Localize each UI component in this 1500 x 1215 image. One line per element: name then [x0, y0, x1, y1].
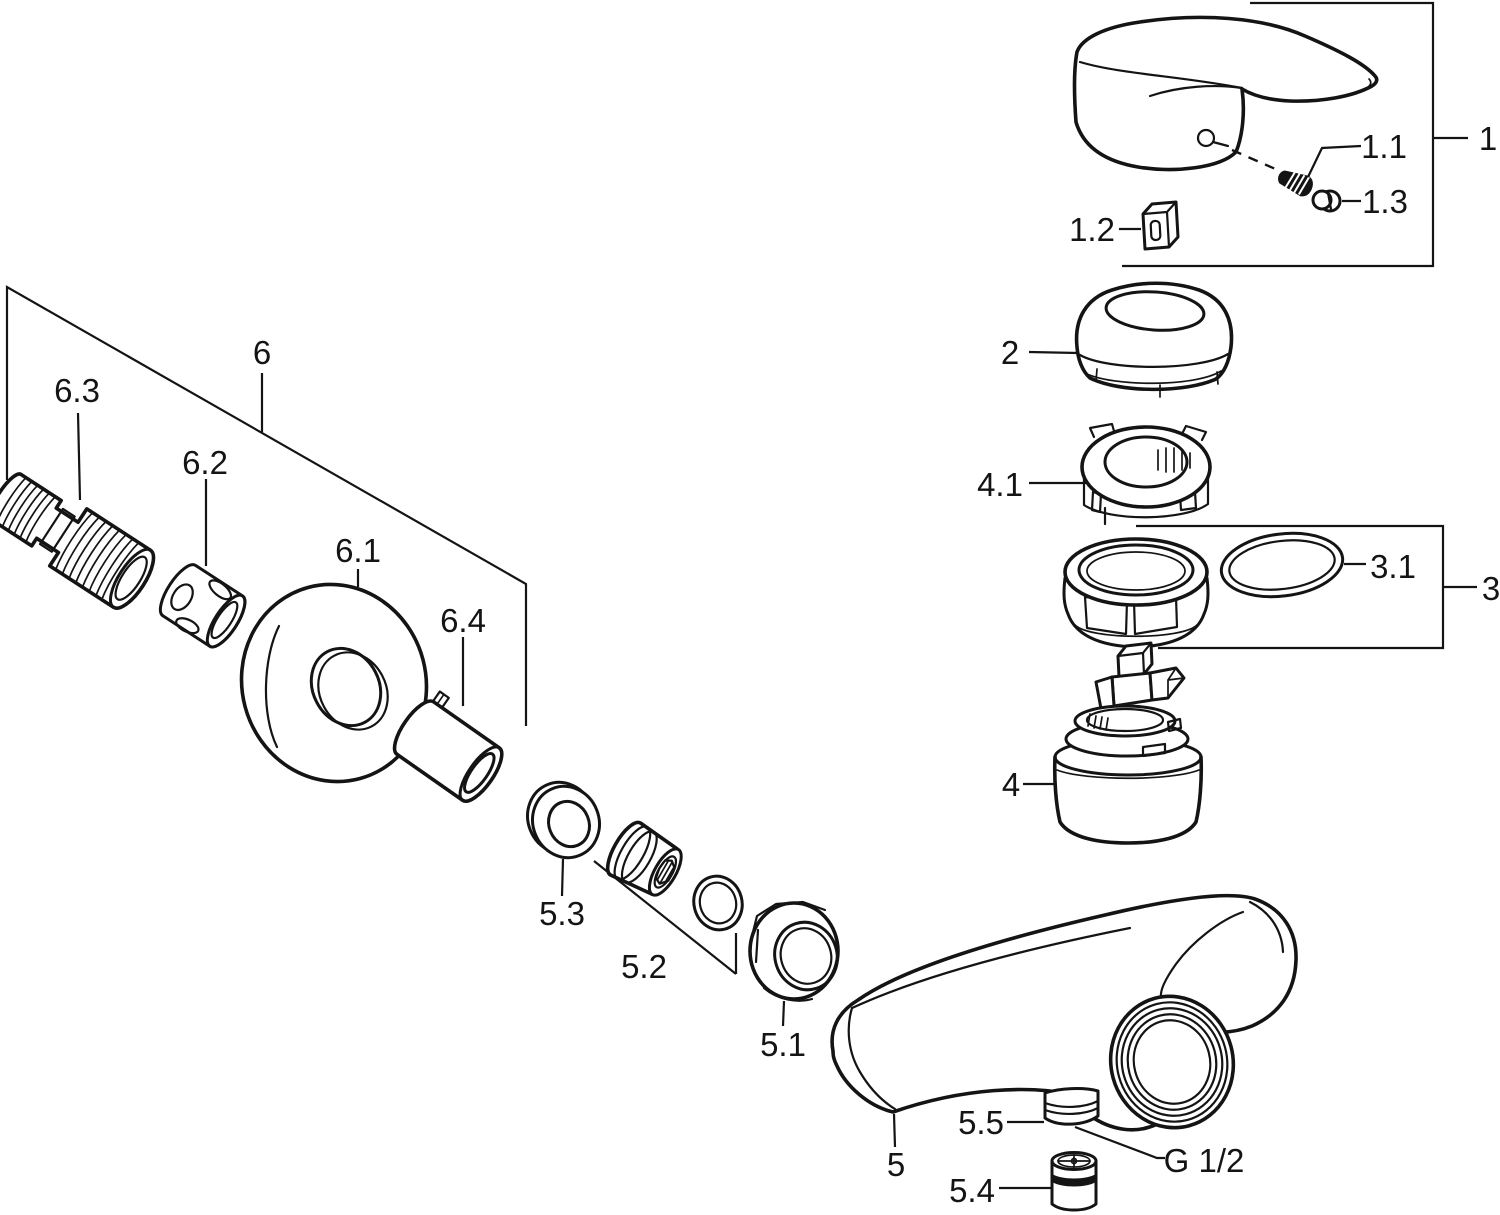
label-5-2: 5.2 — [621, 948, 667, 985]
label-6-1: 6.1 — [335, 532, 381, 569]
label-1: 1 — [1479, 120, 1497, 157]
mixer-body-5 — [830, 893, 1298, 1132]
o-ring-3-1 — [1219, 531, 1345, 599]
lever-handle — [1072, 15, 1379, 172]
sleeve-6-4 — [392, 690, 504, 803]
leader-5-1 — [781, 1000, 786, 1027]
bracket-5-2 — [593, 860, 738, 975]
aerator-5-4 — [1050, 1151, 1098, 1212]
label-6-3: 6.3 — [54, 372, 100, 409]
grub-screw-1-1 — [1278, 170, 1313, 197]
check-valve-5-2 — [605, 820, 683, 897]
body-inner-contours — [847, 900, 1285, 1111]
label-1-3: 1.3 — [1362, 183, 1408, 220]
group-1-leaders — [1119, 144, 1362, 231]
label-1-1: 1.1 — [1361, 128, 1407, 165]
valve-insert-6-2 — [158, 563, 247, 649]
cartridge-4 — [1052, 641, 1204, 845]
leader-5 — [892, 1113, 897, 1148]
outlet-stub-5-5 — [1043, 1087, 1100, 1126]
group-1-bracket — [1122, 1, 1468, 268]
label-5-3: 5.3 — [539, 895, 585, 932]
plug-screw-1-3 — [1311, 189, 1342, 213]
label-thread-size: G 1/2 — [1164, 1142, 1245, 1179]
group-6-bracket — [5, 285, 528, 726]
label-1-2: 1.2 — [1069, 211, 1115, 248]
leader-6-3 — [76, 412, 82, 501]
locking-ring-4-1 — [1080, 422, 1212, 526]
nut-5-1 — [748, 900, 840, 1002]
label-4: 4 — [1002, 766, 1020, 803]
escutcheon-6-1 — [239, 582, 429, 784]
label-5-4: 5.4 — [949, 1172, 995, 1209]
cartridge-stem — [1094, 641, 1186, 716]
body-threaded-opening — [1108, 994, 1236, 1130]
label-5-1: 5.1 — [760, 1026, 806, 1063]
thread-lines-small — [0, 476, 57, 543]
group-3-bracket — [1136, 524, 1477, 650]
label-6-4: 6.4 — [440, 602, 486, 639]
leader-g12 — [1074, 1125, 1165, 1160]
leader-2 — [1028, 350, 1079, 355]
leader-5-3 — [560, 858, 565, 897]
o-ring-5-2 — [692, 874, 744, 932]
handle-screw-hole — [1196, 128, 1216, 148]
s-union-6-3 — [0, 472, 156, 610]
label-5: 5 — [887, 1146, 905, 1183]
label-6: 6 — [253, 334, 271, 371]
label-2: 2 — [1001, 334, 1019, 371]
retaining-ring-3 — [1062, 537, 1210, 649]
cartridge-teeth — [1087, 713, 1109, 731]
dome-cap-2 — [1074, 281, 1234, 398]
thread-lines-large — [54, 511, 140, 601]
label-3: 3 — [1482, 570, 1500, 607]
label-5-5: 5.5 — [958, 1104, 1004, 1141]
label-3-1: 3.1 — [1370, 548, 1416, 585]
label-6-2: 6.2 — [182, 444, 228, 481]
assembly-dashed-line — [1231, 148, 1281, 173]
handle-adapter-block-1-2 — [1141, 200, 1180, 251]
washer-5-3 — [526, 780, 601, 860]
label-4-1: 4.1 — [977, 466, 1023, 503]
